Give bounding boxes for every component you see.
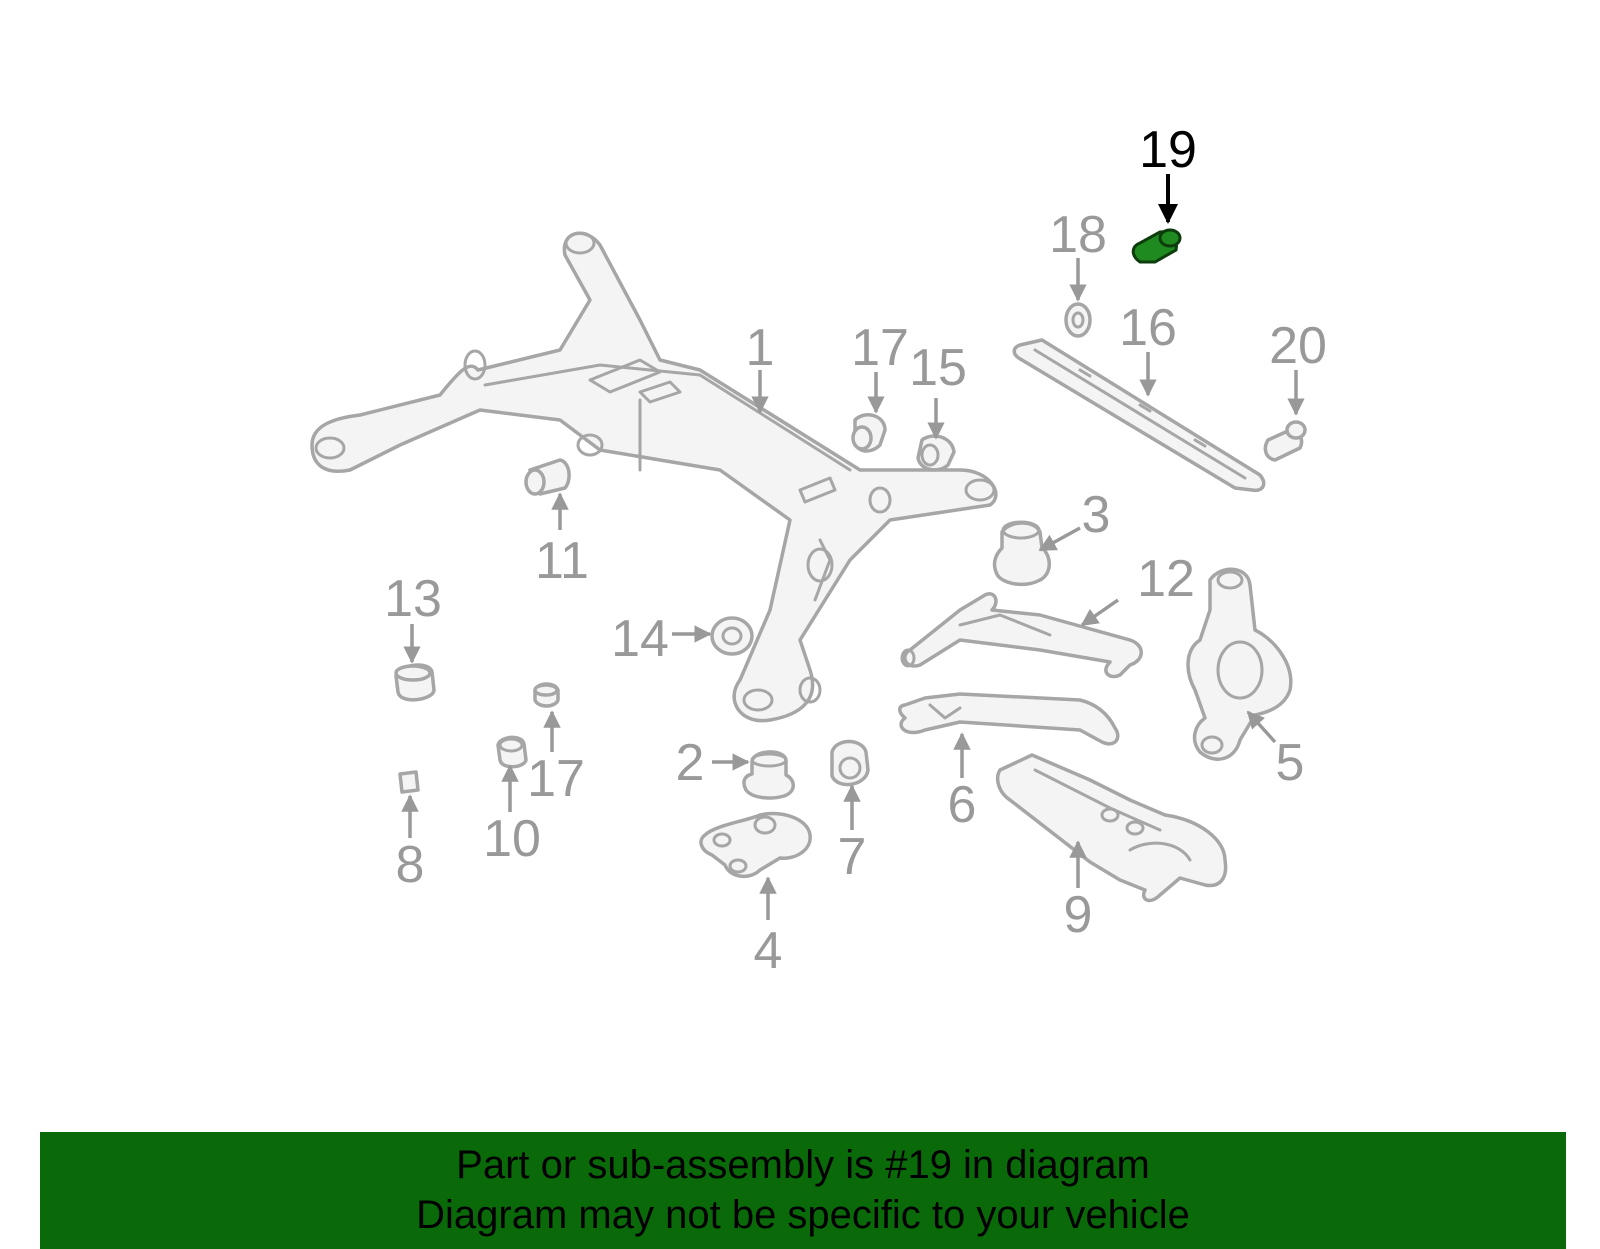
label-7: 7: [838, 828, 867, 886]
part-17-bushing-upper[interactable]: [851, 413, 887, 453]
label-19: 19: [1139, 121, 1197, 179]
label-18: 18: [1049, 206, 1107, 264]
label-2: 2: [676, 734, 705, 792]
banner-line-1: Part or sub-assembly is #19 in diagram: [456, 1143, 1150, 1187]
part-13-bushing[interactable]: [394, 663, 436, 702]
label-17-upper: 17: [851, 319, 909, 377]
part-19-bolt[interactable]: [1131, 228, 1182, 264]
part-15-bushing[interactable]: [916, 434, 956, 472]
label-5: 5: [1276, 734, 1305, 792]
label-1: 1: [746, 319, 775, 377]
part-5-knuckle[interactable]: [1186, 567, 1293, 761]
label-20: 20: [1269, 317, 1327, 375]
label-3: 3: [1082, 486, 1111, 544]
arrow-12: [1080, 598, 1119, 627]
part-7-bushing[interactable]: [830, 739, 870, 787]
part-20-bolt[interactable]: [1263, 420, 1307, 462]
part-4-bracket[interactable]: [699, 811, 812, 878]
label-16: 16: [1119, 299, 1177, 357]
label-13: 13: [384, 570, 442, 628]
banner-line-2: Diagram may not be specific to your vehi…: [416, 1193, 1190, 1237]
part-2-mount[interactable]: [742, 750, 795, 800]
info-banner: Part or sub-assembly is #19 in diagram D…: [40, 1132, 1566, 1249]
part-17-bushing-lower[interactable]: [533, 682, 560, 708]
part-16-bar[interactable]: [1012, 338, 1266, 493]
label-17-lower: 17: [527, 750, 585, 808]
part-14-bushing[interactable]: [710, 616, 754, 656]
part-18-washer[interactable]: [1064, 302, 1092, 338]
part-9-trailing-arm[interactable]: [996, 753, 1228, 903]
arrow-3: [1038, 526, 1081, 552]
part-6-arm[interactable]: [898, 692, 1120, 746]
label-9: 9: [1064, 886, 1093, 944]
part-8-sleeve[interactable]: [398, 770, 420, 794]
part-3-mount[interactable]: [992, 520, 1051, 587]
part-11-bushing[interactable]: [524, 458, 571, 496]
label-8: 8: [396, 836, 425, 894]
label-4: 4: [754, 922, 783, 980]
label-14: 14: [611, 610, 669, 668]
part-1-subframe[interactable]: [310, 231, 998, 723]
label-12: 12: [1137, 550, 1195, 608]
label-10: 10: [483, 810, 541, 868]
label-11: 11: [535, 532, 589, 590]
part-10-bushing[interactable]: [496, 735, 528, 769]
label-15: 15: [909, 339, 967, 397]
label-6: 6: [948, 776, 977, 834]
part-12-arm[interactable]: [900, 592, 1143, 679]
arrow-5: [1246, 710, 1277, 744]
callout-labels: 1 2 3 4 5 6 7 8 9 10 11 12 13 14 15 16 1…: [384, 121, 1327, 980]
callout-arrows: [401, 174, 1305, 920]
